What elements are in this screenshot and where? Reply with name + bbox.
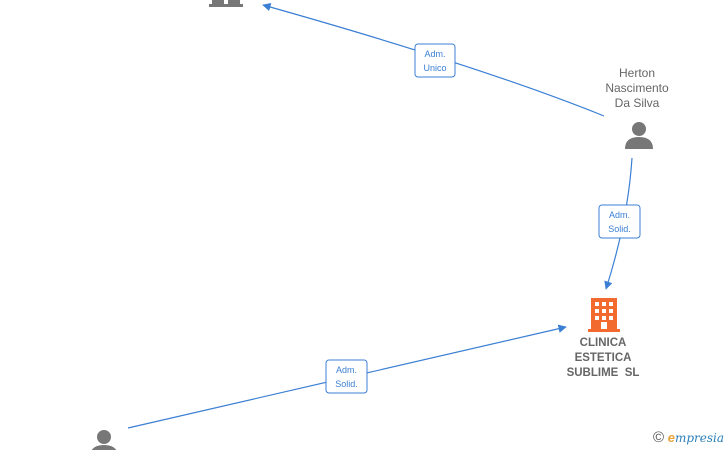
building-icon[interactable] — [588, 298, 620, 332]
edge-label-line: Solid. — [608, 224, 631, 234]
edge-label-adm-solid-bottom[interactable]: Adm. Solid. — [325, 359, 368, 394]
edge-label-adm-unico[interactable]: Adm. Unico — [414, 43, 456, 78]
label-line: Herton — [618, 66, 656, 80]
company-label-clinica[interactable]: CLINICA ESTETICA SUBLIME SL — [557, 336, 649, 381]
person-icon[interactable] — [90, 430, 118, 450]
label-line: SUBLIME SL — [566, 367, 640, 379]
edge-label-line: Adm. — [336, 365, 357, 375]
edge-label-line: Unico — [423, 63, 446, 73]
label-line: CLINICA — [579, 337, 627, 349]
copyright-symbol: © — [653, 429, 665, 446]
edge-label-line: Adm. — [424, 49, 445, 59]
person-label-herton[interactable]: Herton Nascimento Da Silva — [596, 66, 678, 111]
edge-label-line: Solid. — [335, 379, 358, 389]
person-icon[interactable] — [625, 122, 653, 149]
edge-label-line: Adm. — [609, 210, 630, 220]
brand-initial: e — [667, 430, 675, 445]
edge-label-adm-solid-herton[interactable]: Adm. Solid. — [598, 204, 641, 239]
edge-herton-to-top-company[interactable] — [262, 3, 605, 117]
label-line: Da Silva — [614, 96, 660, 110]
building-icon[interactable] — [209, 0, 243, 7]
brand-watermark: © empresia — [653, 429, 724, 446]
brand-name: mpresia — [674, 431, 724, 445]
label-line: Nascimento — [605, 81, 669, 95]
label-line: ESTETICA — [574, 352, 632, 364]
